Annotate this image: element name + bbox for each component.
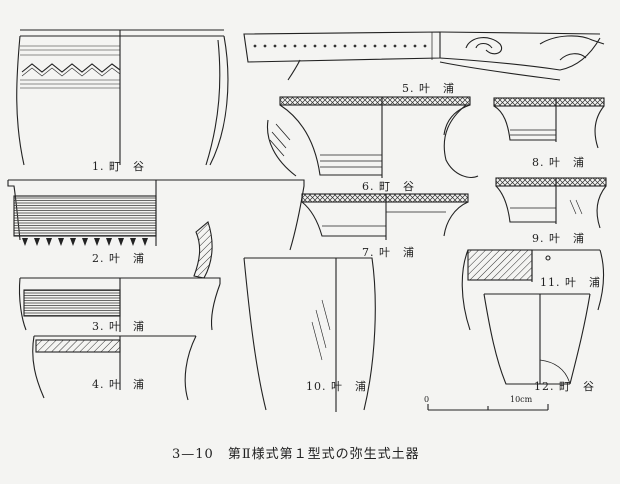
vessel-label-6: 6. 町 谷 bbox=[362, 180, 415, 193]
vessel-label-8: 8. 叶 浦 bbox=[532, 156, 585, 169]
vessel-4-drawing bbox=[32, 335, 197, 401]
vessel-1-drawing bbox=[16, 29, 229, 166]
vessel-label-10: 10. 叶 浦 bbox=[306, 380, 367, 393]
figure-caption: 3—10 第Ⅱ様式第１型式の弥生式土器 bbox=[172, 446, 420, 462]
vessel-5-dot-row bbox=[253, 44, 427, 48]
vessel-label-3: 3. 叶 浦 bbox=[92, 320, 145, 333]
scale-end-label: 10cm bbox=[510, 395, 533, 404]
vessel-2-drawing bbox=[7, 179, 305, 279]
vessel-9-drawing bbox=[495, 177, 607, 229]
vessel-label-7: 7. 叶 浦 bbox=[362, 246, 415, 259]
vessel-label-11: 11. 叶 浦 bbox=[540, 276, 601, 289]
vessel-label-1: 1. 町 谷 bbox=[92, 160, 145, 173]
vessel-3-drawing bbox=[18, 277, 221, 332]
vessel-11-drawing bbox=[461, 249, 605, 331]
vessel-5-drawing bbox=[243, 31, 605, 81]
vessel-8-drawing bbox=[493, 97, 605, 149]
vessel-2-teeth bbox=[22, 238, 148, 246]
vessel-label-4: 4. 叶 浦 bbox=[92, 378, 145, 391]
vessel-6-drawing bbox=[266, 96, 479, 178]
vessel-label-2: 2. 叶 浦 bbox=[92, 252, 145, 265]
scale-start-label: 0 bbox=[424, 395, 429, 404]
vessel-10-drawing bbox=[243, 257, 376, 412]
vessel-label-5: 5. 叶 浦 bbox=[402, 82, 455, 95]
vessel-7-drawing bbox=[301, 193, 469, 240]
vessel-12-drawing bbox=[483, 293, 591, 385]
vessel-label-12: 12. 町 谷 bbox=[534, 380, 595, 393]
vessel-label-9: 9. 叶 浦 bbox=[532, 232, 585, 245]
scale-bar bbox=[427, 404, 549, 411]
